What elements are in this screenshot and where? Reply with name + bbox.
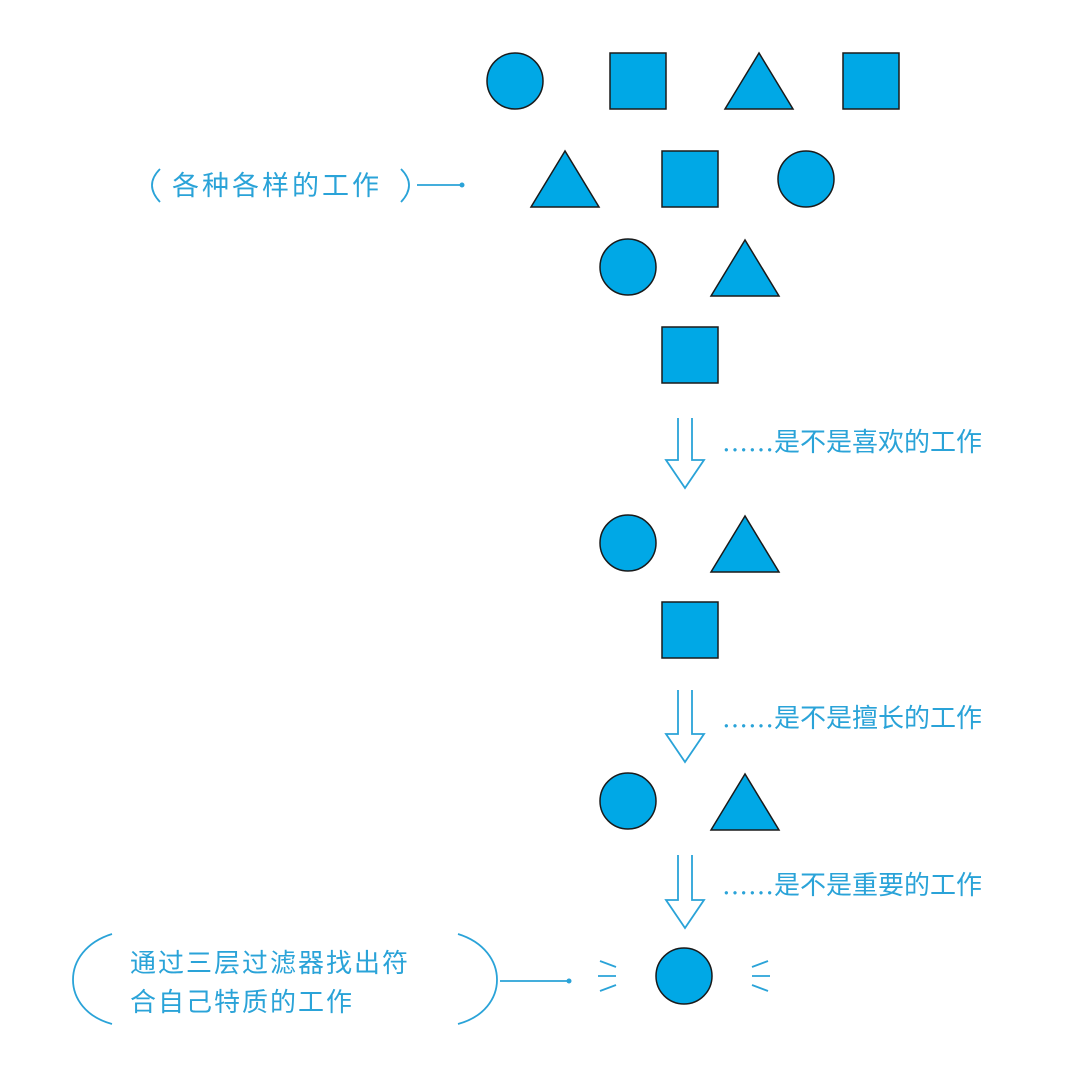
square-shape — [842, 52, 900, 110]
right-bracket — [400, 168, 461, 203]
left-bracket — [151, 168, 161, 203]
stage-liked-jobs — [599, 514, 781, 659]
result-label-line1: 通过三层过滤器找出符 — [130, 949, 410, 979]
triangle-shape — [723, 51, 795, 110]
circle-shape — [599, 772, 657, 830]
circle-shape — [777, 150, 835, 208]
filter3-arrow — [664, 855, 706, 930]
square-shape — [661, 150, 719, 208]
filter2-arrow — [664, 690, 706, 764]
circle-shape — [599, 514, 657, 572]
filter2-label: ……是不是擅长的工作 — [722, 704, 982, 734]
circle-shape — [599, 238, 657, 296]
circle-shape — [486, 52, 544, 110]
stage-all-jobs — [486, 51, 900, 384]
all-jobs-callout: 各种各样的工作 — [151, 168, 465, 203]
stage-good-at-jobs — [599, 772, 781, 831]
connector-dot — [566, 978, 572, 984]
square-shape — [661, 601, 719, 659]
triangle-shape — [529, 149, 601, 208]
connector-dot — [459, 182, 465, 188]
result-label-line2: 合自己特质的工作 — [130, 988, 354, 1018]
all-jobs-label: 各种各样的工作 — [172, 171, 382, 202]
filter3-label: ……是不是重要的工作 — [722, 871, 982, 901]
triangle-shape — [709, 238, 781, 297]
square-shape — [661, 326, 719, 384]
filter1-label: ……是不是喜欢的工作 — [722, 428, 982, 458]
result-callout: 通过三层过滤器找出符 合自己特质的工作 — [72, 933, 572, 1025]
stage-result-job — [598, 947, 770, 1005]
triangle-shape — [709, 514, 781, 573]
left-bracket — [72, 933, 113, 1025]
square-shape — [609, 52, 667, 110]
sparkle-icon — [598, 960, 770, 992]
triangle-shape — [709, 772, 781, 831]
filter1-arrow — [664, 418, 706, 490]
circle-shape — [655, 947, 713, 1005]
right-bracket — [457, 933, 568, 1025]
